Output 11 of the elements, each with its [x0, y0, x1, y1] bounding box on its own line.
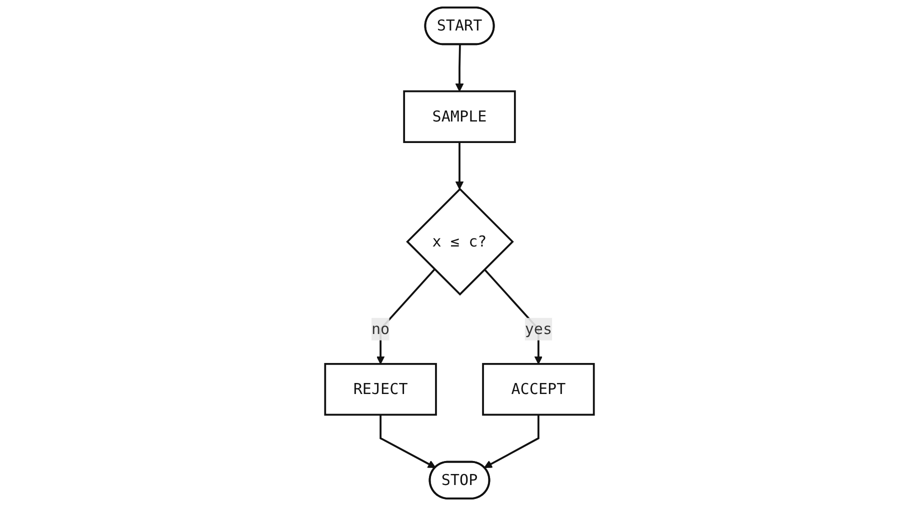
- arrow: [484, 414, 540, 468]
- arrow: [376, 268, 436, 364]
- node-diamond: x ≤ c?: [406, 188, 514, 296]
- arrow: [455, 44, 464, 92]
- arrow: [455, 142, 464, 190]
- node-box: ACCEPT: [482, 363, 595, 416]
- edge-label: no: [372, 320, 390, 338]
- edge-label: yes: [524, 320, 552, 338]
- arrow: [380, 414, 436, 468]
- node-box: SAMPLE: [403, 90, 516, 143]
- node-box: REJECT: [324, 363, 437, 416]
